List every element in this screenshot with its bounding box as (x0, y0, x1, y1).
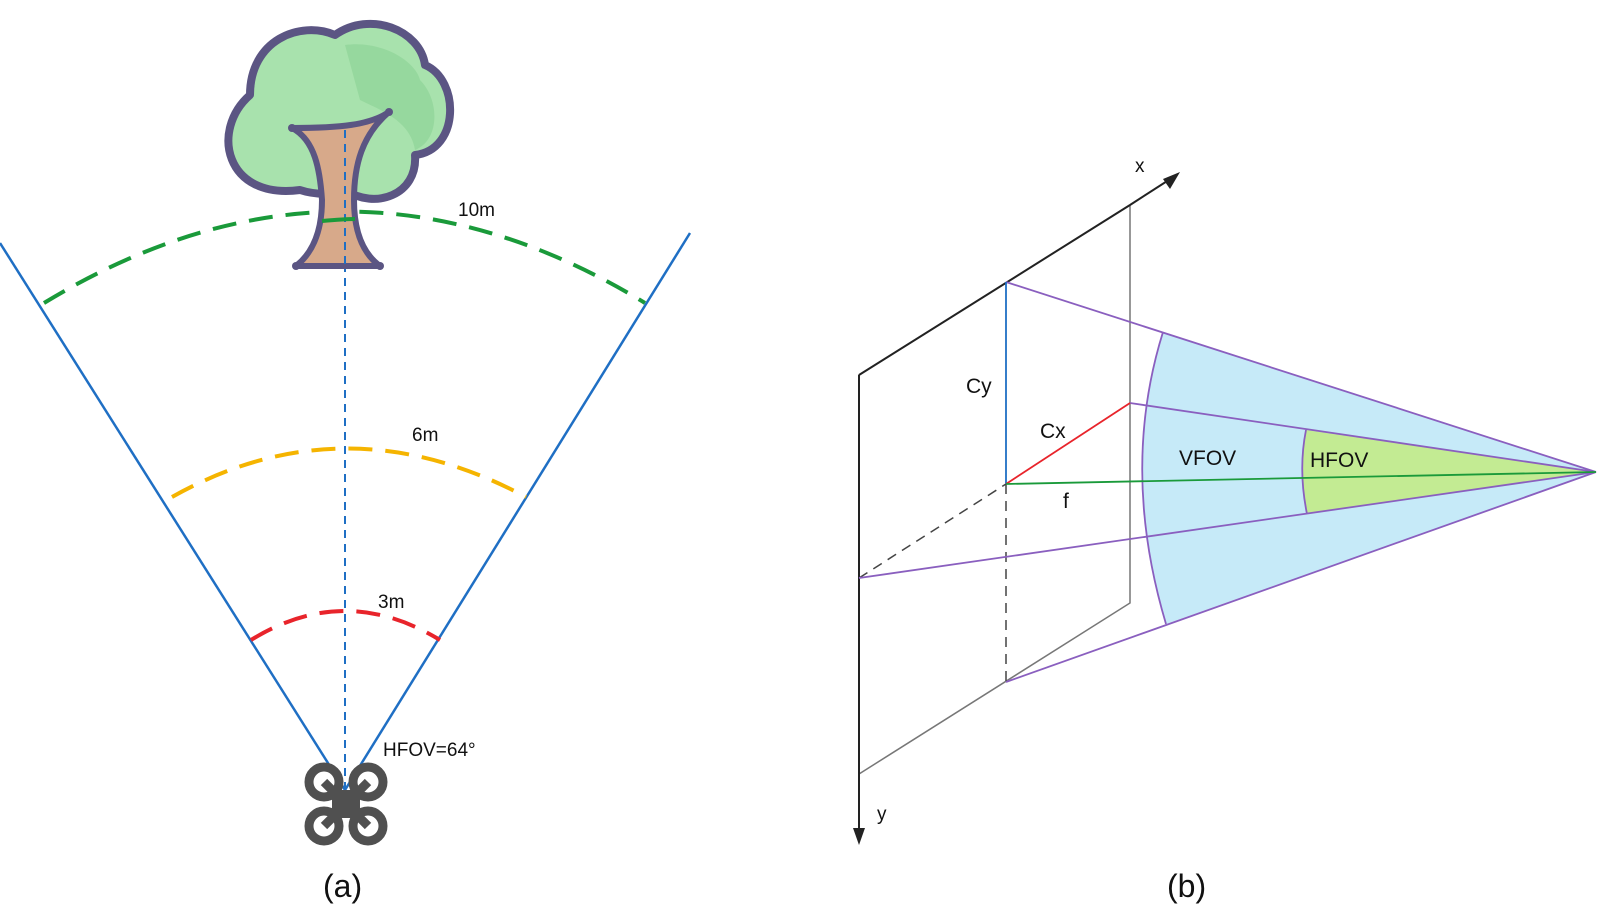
frustum-edge-left (858, 471, 1597, 579)
vfov-label: VFOV (1179, 447, 1236, 470)
focal-length-line (1005, 471, 1597, 485)
fov-right-boundary (343, 232, 692, 791)
cx-label: Cx (1040, 420, 1066, 443)
cx-line (1005, 402, 1131, 485)
arc-label-3m: 3m (378, 592, 404, 613)
caption-a: (a) (323, 868, 362, 904)
arc-6m (171, 446, 527, 499)
arc-label-10m: 10m (458, 200, 495, 221)
fov-left-boundary (0, 242, 347, 791)
tree-icon (224, 19, 455, 270)
arc-label-6m: 6m (412, 425, 438, 446)
f-label: f (1063, 490, 1069, 513)
frustum-edge-right (1129, 402, 1597, 473)
cy-label: Cy (966, 375, 992, 398)
frustum-edge-bottom (1005, 471, 1597, 683)
x-axis-arrowhead (1163, 172, 1180, 189)
hfov-label: HFOV (1310, 449, 1368, 472)
quadcopter-icon (304, 762, 388, 846)
fov-angle-label: HFOV=64° (383, 740, 476, 761)
caption-b: (b) (1167, 868, 1206, 904)
frustum-edge-top (1005, 281, 1597, 473)
hfov-wedge (1302, 430, 1596, 514)
x-axis-label: x (1135, 156, 1145, 177)
y-axis-label: y (877, 804, 887, 825)
panel-b: x y Cy Cx f VFOV HFOV (b) (853, 156, 1597, 904)
panel-a: 10m 6m 3m HFOV=64° (a) (0, 19, 692, 904)
y-axis-arrowhead (853, 828, 865, 845)
